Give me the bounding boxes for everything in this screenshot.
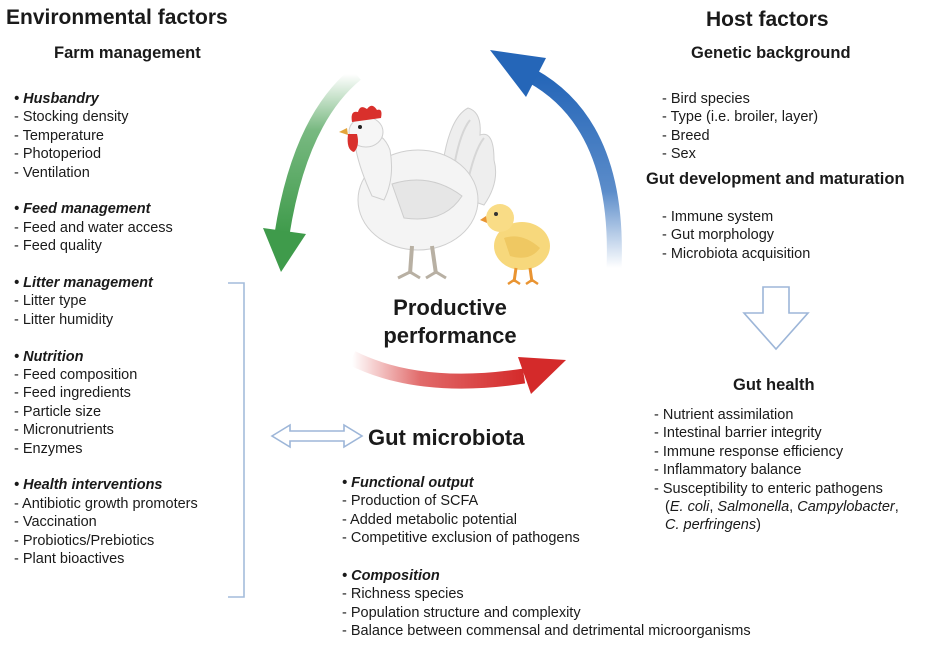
host-title: Host factors bbox=[706, 8, 829, 31]
bracket-line bbox=[228, 282, 245, 598]
red-arrow-icon bbox=[348, 351, 566, 394]
gut-health-list: - Nutrient assimilation - Intestinal bar… bbox=[654, 406, 899, 535]
list-item: - Intestinal barrier integrity bbox=[654, 425, 822, 442]
pathogen-campylobacter: Campylobacter bbox=[797, 499, 895, 516]
group-heading-husbandry: • Husbandry bbox=[14, 91, 99, 107]
list-item: - Stocking density bbox=[14, 109, 129, 126]
list-item: - Feed ingredients bbox=[14, 385, 131, 402]
list-item: - Breed bbox=[662, 127, 710, 144]
pathogens-line-1: (E. coli, Salmonella, Campylobacter, bbox=[665, 499, 899, 516]
environmental-list: • Husbandry - Stocking density - Tempera… bbox=[14, 90, 198, 569]
functional-output-list: • Functional output - Production of SCFA… bbox=[342, 474, 580, 548]
list-item: - Richness species bbox=[342, 586, 464, 603]
list-item: - Production of SCFA bbox=[342, 493, 479, 510]
list-item: - Feed and water access bbox=[14, 219, 173, 236]
pathogen-salmonella: Salmonella bbox=[717, 499, 790, 516]
double-arrow-icon bbox=[270, 423, 364, 449]
group-heading-functional-output: • Functional output bbox=[342, 475, 474, 491]
list-item: - Immune response efficiency bbox=[654, 443, 844, 460]
group-heading-feed-management: • Feed management bbox=[14, 201, 151, 218]
list-item: - Probiotics/Prebiotics bbox=[14, 532, 155, 549]
list-item: - Population structure and complexity bbox=[342, 604, 581, 621]
list-item: - Feed composition bbox=[14, 367, 138, 384]
list-item: - Gut morphology bbox=[662, 227, 775, 244]
group-heading-nutrition: • Nutrition bbox=[14, 348, 84, 365]
down-arrow-icon bbox=[742, 286, 810, 351]
gut-health-title: Gut health bbox=[733, 376, 815, 394]
genetic-list: - Bird species - Type (i.e. broiler, lay… bbox=[662, 90, 818, 164]
list-item: - Photoperiod bbox=[14, 146, 102, 163]
list-item: - Microbiota acquisition bbox=[662, 245, 811, 262]
genetic-background-title: Genetic background bbox=[691, 44, 851, 62]
group-heading-composition: • Composition bbox=[342, 568, 440, 584]
group-heading-health-interventions: • Health interventions bbox=[14, 477, 163, 494]
blue-arrow-icon bbox=[490, 50, 622, 269]
list-item: - Susceptibility to enteric pathogens bbox=[654, 480, 883, 497]
group-heading-litter-management: • Litter management bbox=[14, 275, 153, 292]
list-item: - Particle size bbox=[14, 403, 102, 420]
list-item: - Temperature bbox=[14, 127, 104, 144]
list-item: - Inflammatory balance bbox=[654, 462, 802, 479]
list-item: - Litter humidity bbox=[14, 311, 114, 328]
list-item: - Feed quality bbox=[14, 238, 102, 255]
composition-list: • Composition - Richness species - Popul… bbox=[342, 567, 751, 641]
pathogen-cperfringens: C. perfringens bbox=[665, 517, 757, 534]
list-item: - Type (i.e. broiler, layer) bbox=[662, 109, 819, 126]
green-arrow-icon bbox=[263, 68, 361, 272]
list-item: - Nutrient assimilation bbox=[654, 407, 794, 423]
list-item: - Bird species bbox=[662, 91, 750, 107]
list-item: - Enzymes bbox=[14, 440, 83, 457]
list-item: - Vaccination bbox=[14, 514, 97, 531]
farm-management-title: Farm management bbox=[54, 44, 201, 62]
list-item: - Litter type bbox=[14, 293, 87, 310]
pathogens-line-2: C. perfringens) bbox=[665, 517, 761, 534]
list-item: - Antibiotic growth promoters bbox=[14, 495, 198, 512]
list-item: - Micronutrients bbox=[14, 422, 114, 439]
list-item: - Plant bioactives bbox=[14, 551, 125, 568]
list-item: - Immune system bbox=[662, 209, 774, 225]
list-item: - Added metabolic potential bbox=[342, 511, 517, 528]
list-item: - Competitive exclusion of pathogens bbox=[342, 530, 580, 547]
gut-microbiota-title: Gut microbiota bbox=[368, 425, 525, 450]
environmental-title: Environmental factors bbox=[6, 6, 228, 29]
productive-performance-title: Productive performance bbox=[383, 295, 517, 348]
chick-icon bbox=[480, 204, 550, 286]
hen-icon bbox=[339, 105, 497, 280]
gut-development-title: Gut development and maturation bbox=[646, 170, 905, 188]
list-item: - Sex bbox=[662, 146, 696, 163]
gut-development-list: - Immune system - Gut morphology - Micro… bbox=[662, 208, 810, 263]
pathogen-ecoli: E. coli bbox=[669, 499, 710, 516]
list-item: - Balance between commensal and detrimen… bbox=[342, 623, 751, 640]
list-item: - Ventilation bbox=[14, 164, 90, 181]
